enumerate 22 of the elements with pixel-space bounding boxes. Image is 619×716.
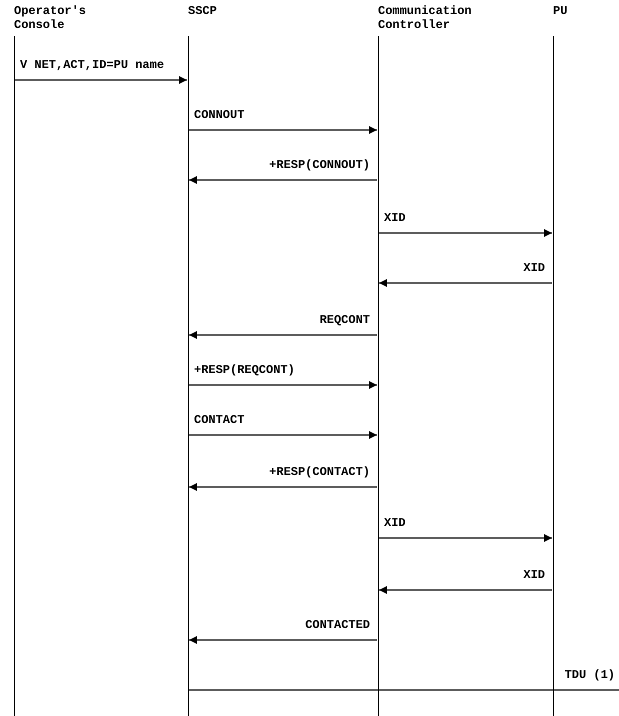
- arrow: [189, 381, 377, 389]
- arrow: [379, 229, 552, 237]
- participant-label: Operator's Console: [14, 4, 88, 32]
- message-label: REQCONT: [320, 313, 370, 327]
- participant-label: PU: [553, 4, 568, 18]
- arrow: [379, 534, 552, 542]
- arrow: [15, 76, 187, 84]
- participant-label: SSCP: [188, 4, 218, 18]
- arrow: [189, 331, 377, 339]
- arrow: [189, 483, 377, 491]
- arrow: [189, 126, 377, 134]
- participant-label: Communication Controller: [378, 4, 473, 32]
- arrow: [189, 636, 377, 644]
- arrow: [189, 431, 377, 439]
- message-label: +RESP(CONTACT): [269, 465, 370, 479]
- arrow: [379, 586, 552, 594]
- message-label: +RESP(REQCONT): [194, 363, 295, 377]
- message-label: V NET,ACT,ID=PU name: [20, 58, 164, 72]
- arrow: [189, 176, 377, 184]
- message-label: +RESP(CONNOUT): [269, 158, 370, 172]
- arrow: [379, 279, 552, 287]
- message-label: TDU (1): [564, 668, 615, 682]
